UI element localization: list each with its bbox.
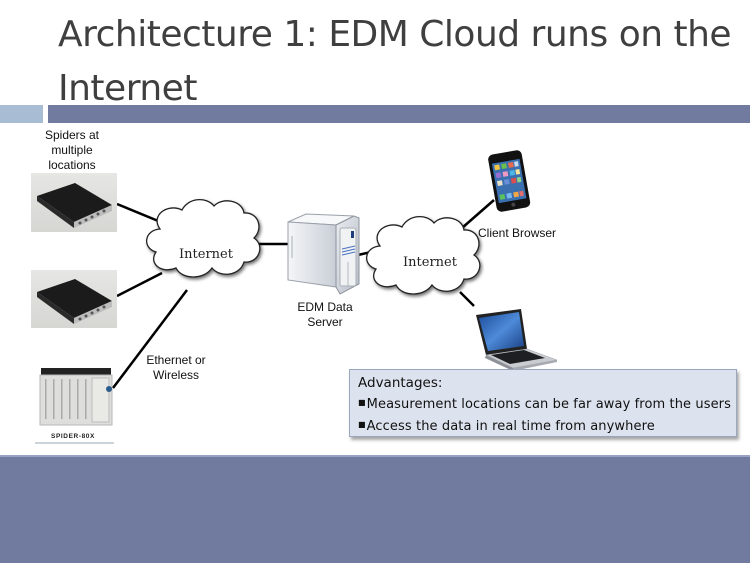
spiders-label-line: locations [48, 158, 96, 172]
connection-type-line: Ethernet or [146, 353, 206, 367]
advantages-heading: Advantages: [358, 375, 443, 391]
advantage-item-text: Measurement locations can be far away fr… [366, 397, 731, 412]
spider-device-2-icon [31, 270, 117, 328]
internet-cloud-right-label: Internet [403, 255, 458, 270]
connection-lines [112, 199, 495, 389]
internet-cloud-right [366, 216, 481, 295]
bullet-icon: ■ [358, 420, 366, 429]
spider-80x-rack-icon [35, 368, 114, 444]
advantages-box: Advantages: ■Measurement locations can b… [349, 369, 737, 437]
server-label-line: EDM Data [297, 300, 353, 314]
title-accent-bar [48, 105, 750, 123]
server-label: EDM Data Server [285, 300, 365, 330]
spiders-label-line: Spiders at [44, 128, 100, 142]
internet-cloud-left [146, 199, 261, 278]
internet-cloud-left-label: Internet [179, 247, 234, 262]
link-cloud-laptop [459, 291, 475, 307]
laptop-icon [476, 309, 558, 371]
server-label-line: Server [307, 315, 343, 329]
link-cloud-phone [461, 199, 495, 229]
advantage-item-text: Access the data in real time from anywhe… [366, 419, 655, 434]
link-rack-cloud [112, 289, 188, 389]
client-browser-label: Client Browser [478, 226, 557, 240]
advantage-item: ■Access the data in real time from anywh… [358, 415, 728, 437]
spiders-label-line: multiple [51, 143, 93, 157]
spiders-label: Spiders at multiple locations [30, 128, 114, 173]
smartphone-icon [488, 150, 531, 212]
title-accent-block [0, 105, 43, 123]
advantage-item: ■Measurement locations can be far away f… [358, 393, 731, 415]
edm-data-server-icon [287, 213, 360, 295]
connection-type-line: Wireless [152, 368, 199, 382]
connection-type-label: Ethernet or Wireless [134, 353, 218, 383]
footer-band [0, 455, 750, 563]
spider-80x-label: SPIDER-80X [51, 433, 95, 440]
spider-device-1-icon [31, 173, 117, 232]
link-spider2-cloud [116, 271, 163, 298]
bullet-icon: ■ [358, 398, 366, 407]
slide-title: Architecture 1: EDM Cloud runs on the In… [58, 14, 732, 109]
